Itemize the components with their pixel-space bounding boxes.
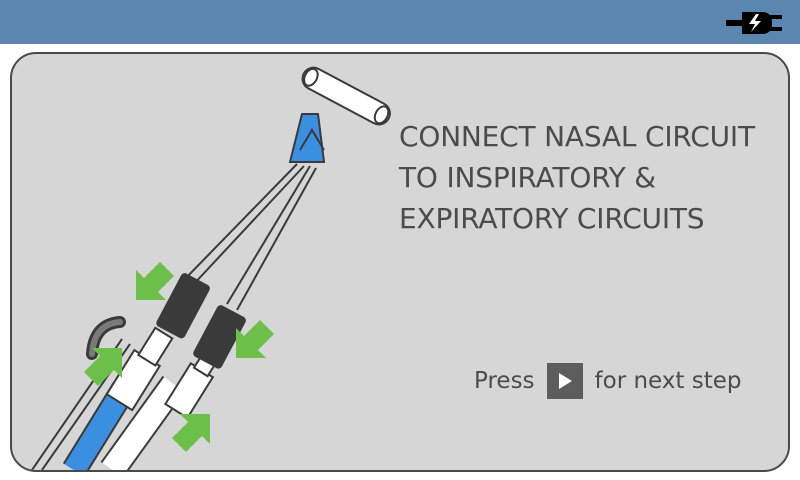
next-step-hint: Press for next step bbox=[474, 361, 742, 401]
instruction-line-2: TO INSPIRATORY & bbox=[399, 161, 656, 194]
power-plug-icon bbox=[726, 12, 782, 34]
instruction-text: CONNECT NASAL CIRCUIT TO INSPIRATORY & E… bbox=[399, 116, 779, 239]
next-step-suffix: for next step bbox=[594, 368, 742, 394]
next-step-prefix: Press bbox=[474, 368, 535, 394]
nasal-circuit-illustration bbox=[31, 66, 391, 470]
play-button[interactable] bbox=[546, 363, 583, 399]
instruction-line-3: EXPIRATORY CIRCUITS bbox=[399, 202, 705, 235]
instruction-line-1: CONNECT NASAL CIRCUIT bbox=[399, 120, 755, 153]
top-bar bbox=[0, 0, 800, 44]
arrow-icon bbox=[84, 262, 274, 452]
play-icon bbox=[558, 373, 572, 389]
instruction-panel: CONNECT NASAL CIRCUIT TO INSPIRATORY & E… bbox=[10, 52, 790, 472]
